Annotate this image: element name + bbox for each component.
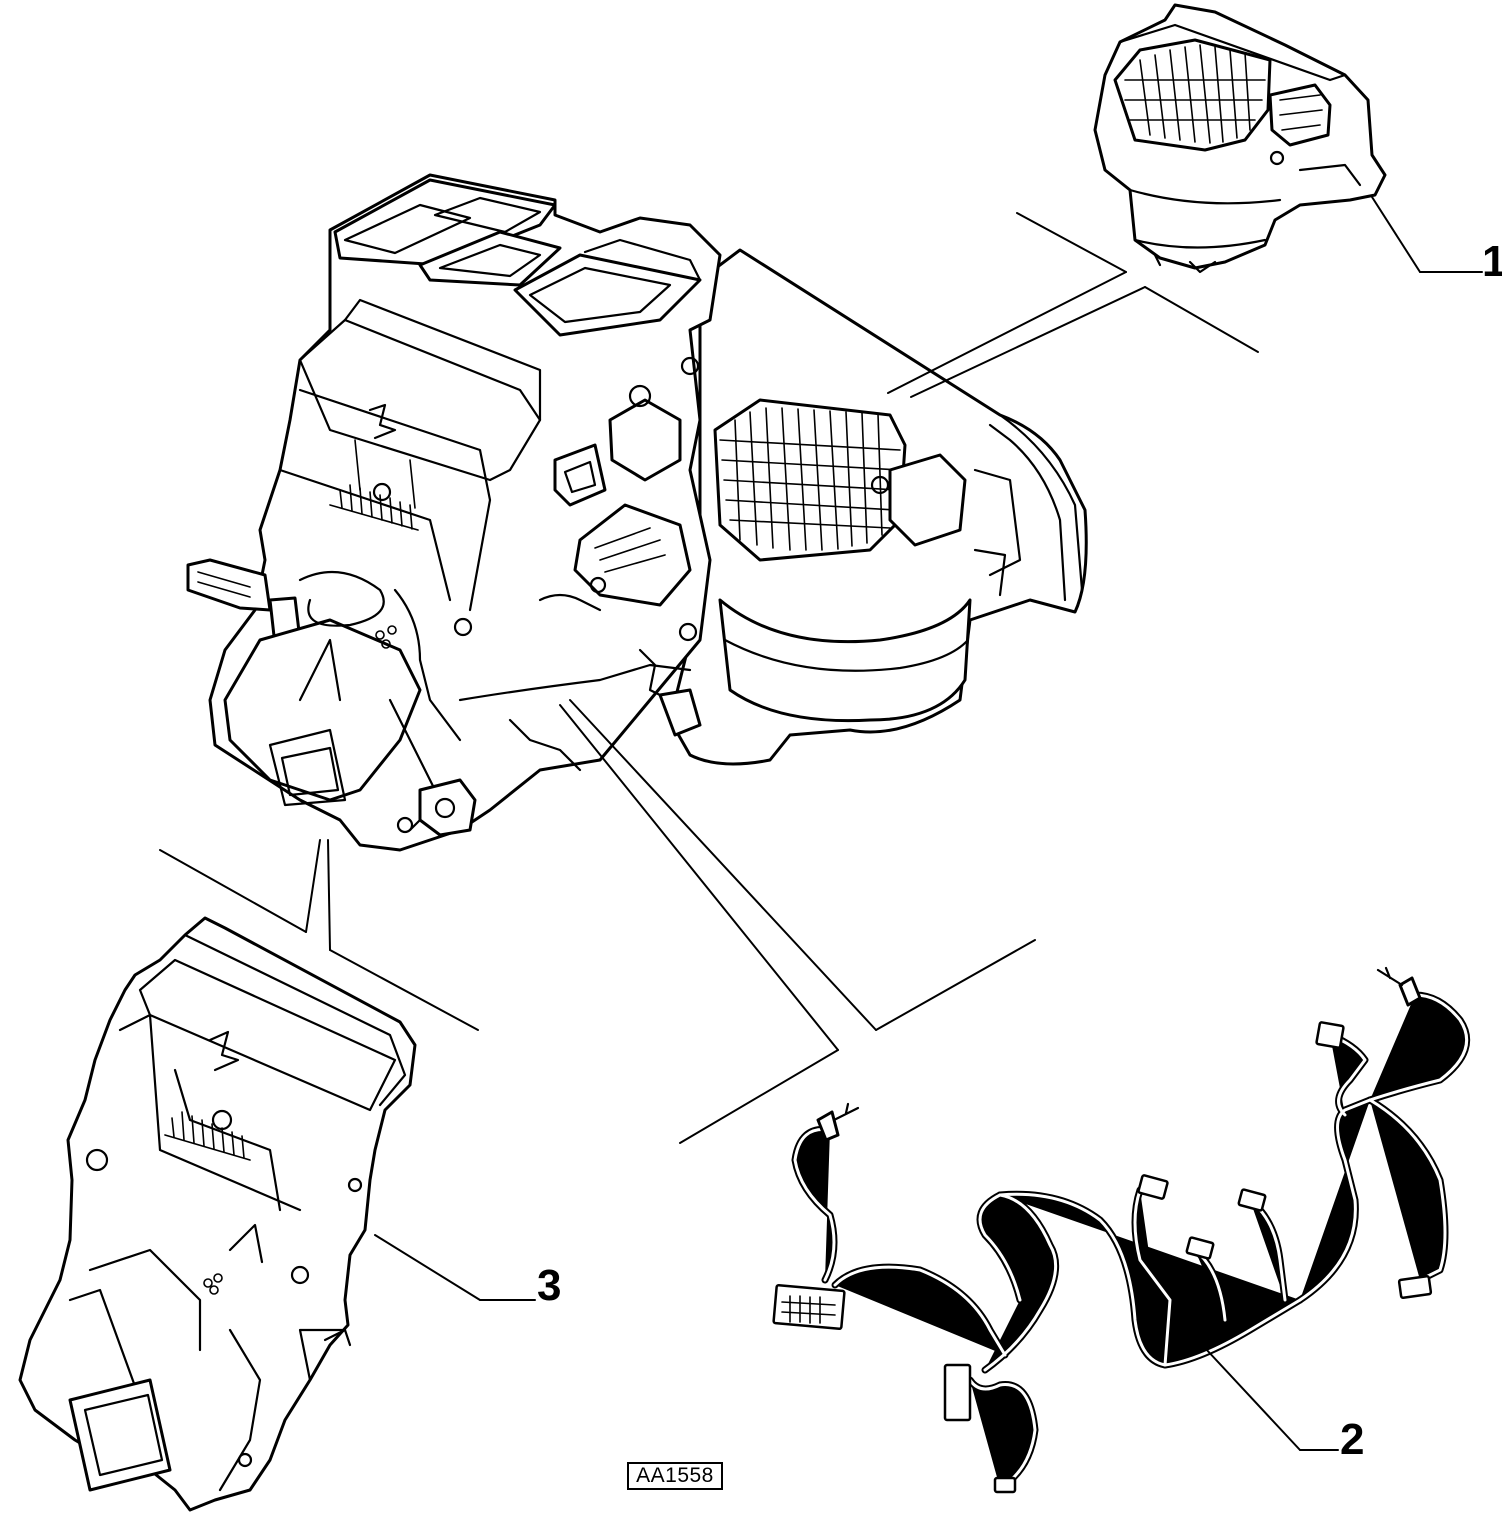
callout-2: 2 — [1340, 1415, 1364, 1464]
hvac-assembly — [186, 173, 1088, 852]
drawing-reference-code: AA1558 — [627, 1462, 723, 1490]
blower-fan-unit — [1093, 3, 1387, 274]
callout-3: 3 — [537, 1261, 561, 1310]
heater-case-half — [18, 916, 417, 1512]
wiring-harness — [772, 966, 1466, 1494]
callout-1: 1 — [1482, 237, 1502, 286]
leader-lines — [159, 196, 1483, 1451]
